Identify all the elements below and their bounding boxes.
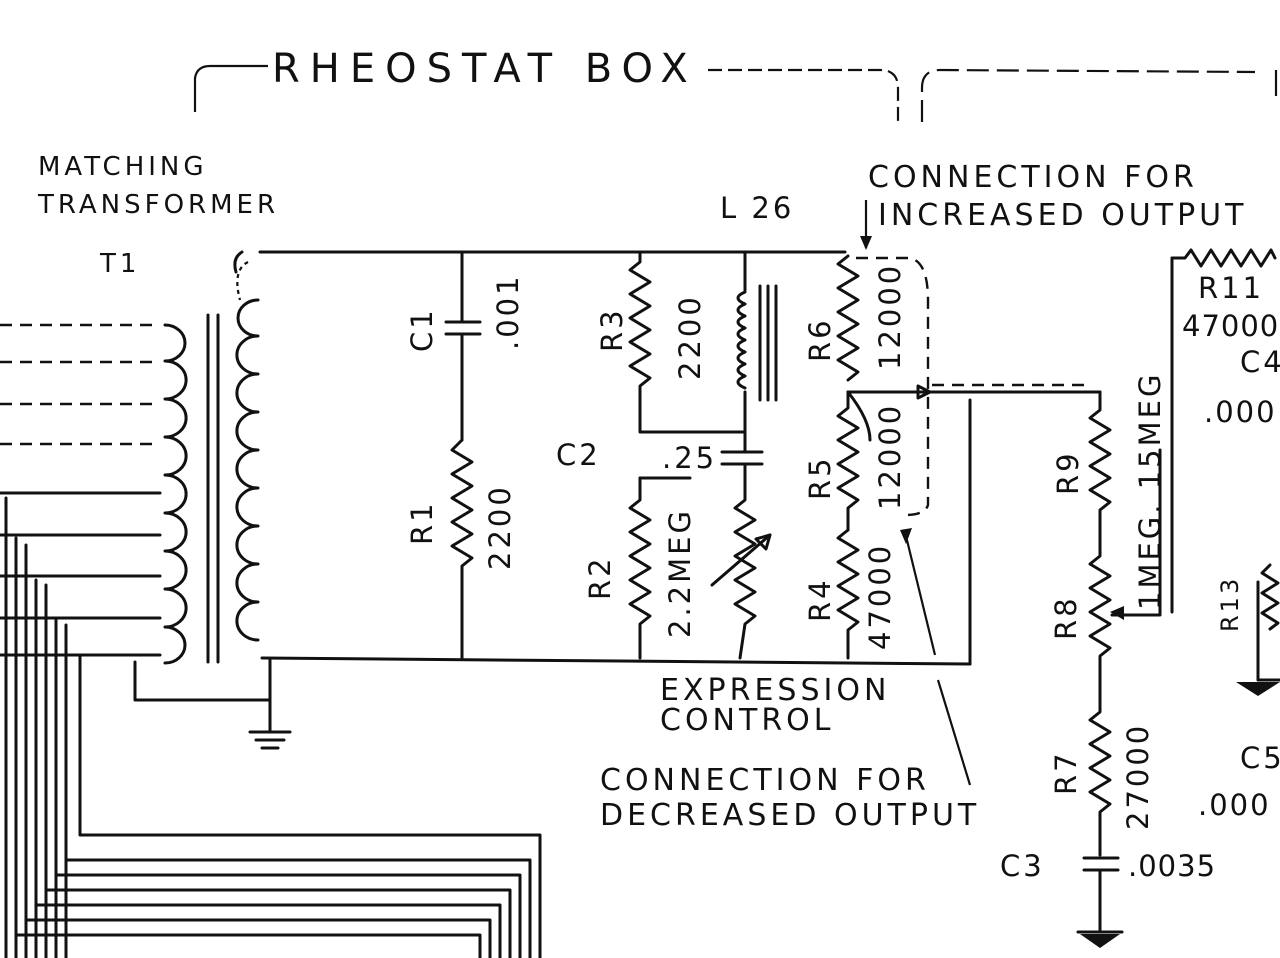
r6-ref: R6: [803, 317, 837, 362]
matching-label: MATCHING: [38, 152, 208, 182]
l26-inductor: [710, 250, 778, 660]
rheostat-box-title: RHEOSTAT BOX: [272, 46, 698, 92]
r11-ref: R11: [1198, 271, 1264, 305]
r2-value: 2.2MEG: [663, 508, 697, 638]
r6-r5-r4-ladder: [836, 254, 1102, 660]
ground-symbol-1: [248, 730, 292, 750]
r9-ref: R9: [1051, 450, 1085, 495]
r1-ref: R1: [405, 500, 439, 545]
primary-tap-lines: [0, 323, 162, 657]
c3-value: .0035: [1128, 849, 1216, 883]
l26-label: L 26: [720, 191, 794, 225]
r7-ref: R7: [1049, 750, 1083, 795]
c2-value: .25: [662, 441, 717, 475]
r3-ref: R3: [595, 307, 629, 352]
c5-value: .000: [1198, 788, 1271, 822]
ground-symbol-2: [1076, 930, 1124, 948]
decreased-output-arrow: [900, 528, 972, 786]
connection-increased-line2: INCREASED OUTPUT: [878, 198, 1247, 233]
transformer-label: TRANSFORMER: [37, 190, 279, 220]
r7-value: 27000: [1121, 723, 1155, 830]
expression-control-line1: EXPRESSION: [660, 673, 890, 708]
c3-ref: C3: [1000, 849, 1045, 883]
c2-ref: C2: [556, 438, 601, 472]
r2-ref: R2: [583, 555, 617, 600]
connection-decreased-line2: DECREASED OUTPUT: [600, 798, 980, 833]
r8-value: 1MEG. 15MEG: [1133, 372, 1167, 610]
bottom-bus: [260, 656, 972, 666]
r6-value: 12000: [873, 263, 907, 370]
r5-value: 12000: [873, 403, 907, 510]
r3-value: 2200: [673, 294, 707, 380]
r5-ref: R5: [803, 455, 837, 500]
connection-decreased-line1: CONNECTION FOR: [600, 763, 930, 798]
c5-ref: C5: [1240, 741, 1280, 775]
c1-ref: C1: [405, 307, 439, 352]
cable-bundle: [4, 496, 542, 958]
transformer-t1: [163, 261, 272, 732]
connection-increased-line1: CONNECTION FOR: [868, 160, 1198, 195]
junction-arrow: [916, 384, 932, 400]
r4-value: 47000: [863, 543, 897, 650]
c1-value: .001: [491, 273, 525, 350]
primary-winding: [163, 323, 188, 665]
c2-capacitor: [720, 450, 764, 466]
r4-ref: R4: [803, 577, 837, 622]
r1-value: 2200: [483, 484, 517, 570]
r8-ref: R8: [1049, 595, 1083, 640]
t1-label: T1: [99, 249, 140, 279]
c4-value: .000: [1204, 395, 1277, 429]
r13-ref: R13: [1216, 576, 1244, 632]
ground-symbol-3: [1236, 682, 1280, 696]
increased-output-arrow: [860, 200, 872, 250]
increased-output-dashed-path: [856, 256, 1090, 517]
expression-control-line2: CONTROL: [660, 703, 835, 738]
secondary-winding: [235, 298, 260, 642]
c1-r1-branch: [444, 250, 482, 660]
r11-value: 47000: [1182, 309, 1279, 343]
r3-r2-branch: [628, 250, 747, 660]
r9-r8-r7-column: [1082, 390, 1162, 932]
c4-ref: C4: [1240, 345, 1280, 379]
right-partial-section: [1170, 248, 1280, 682]
rheostat-box-bracket: [193, 64, 1278, 122]
